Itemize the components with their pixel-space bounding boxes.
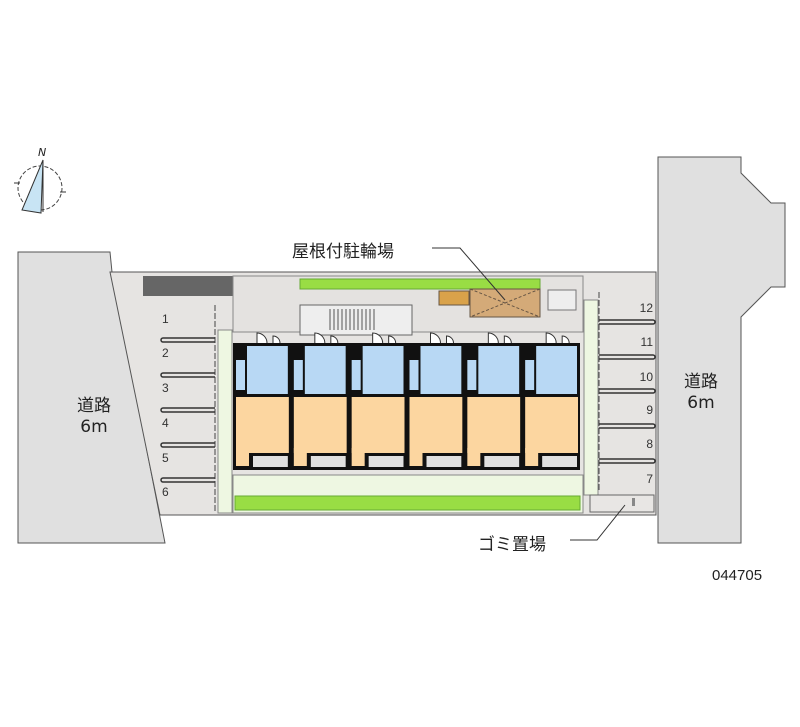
parking-space-number: 2 <box>162 346 169 360</box>
bike-racks <box>438 290 470 306</box>
road-name: 道路 <box>684 372 718 392</box>
planting-top <box>299 278 541 290</box>
parking-space-number: 11 <box>641 335 654 349</box>
entrance-stairs <box>299 304 413 336</box>
road-name: 道路 <box>77 396 111 416</box>
parking-left: 1 2 3 4 5 6 <box>160 305 216 512</box>
planting-bottom <box>234 495 581 511</box>
apartment-unit <box>236 332 289 467</box>
apartment-unit <box>351 332 405 467</box>
parking-space-number: 10 <box>640 370 654 384</box>
apartment-unit <box>467 332 521 467</box>
apartment-unit <box>293 332 347 467</box>
parking-space-number: 8 <box>646 437 653 451</box>
apartment-unit <box>525 332 578 467</box>
apartment-unit <box>409 332 463 467</box>
property-code: 044705 <box>712 567 763 584</box>
road-left-label: 道路 6m <box>66 396 122 438</box>
road-right-label: 道路 6m <box>673 372 729 414</box>
parking-space-number: 12 <box>640 301 654 315</box>
compass-north-label: N <box>38 146 46 159</box>
road-width: 6m <box>80 417 108 437</box>
apartment-building <box>233 332 580 470</box>
garbage-area-label: ゴミ置場 <box>478 535 546 555</box>
road-width: 6m <box>687 393 715 413</box>
compass-icon: N <box>14 146 66 214</box>
bicycle-grid <box>143 276 233 296</box>
bike-parking-label: 屋根付駐輪場 <box>292 242 394 262</box>
leader-line-garbage <box>570 504 626 541</box>
parking-space-number: 7 <box>646 472 653 486</box>
parking-space-number: 3 <box>162 381 169 395</box>
leader-line-bike <box>432 247 506 301</box>
road-right <box>657 156 786 544</box>
parking-space-number: 9 <box>646 403 653 417</box>
parking-space-number: 1 <box>162 312 169 326</box>
parking-right: 12 11 10 9 8 7 <box>598 292 656 492</box>
garbage-area <box>589 494 655 513</box>
parking-space-number: 4 <box>162 416 169 430</box>
parking-space-number: 6 <box>162 485 169 499</box>
parking-space-number: 5 <box>162 451 169 465</box>
